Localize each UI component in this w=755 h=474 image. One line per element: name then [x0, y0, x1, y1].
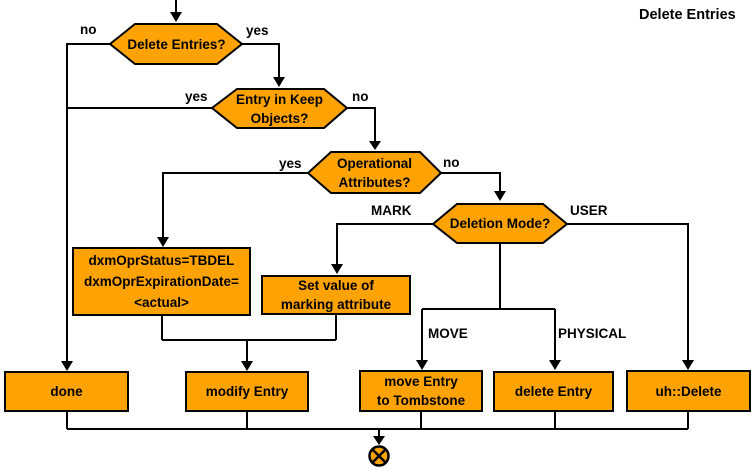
process-shapes — [4, 247, 751, 412]
edge-delete-no — [66, 43, 110, 362]
rect-set-marking — [261, 275, 411, 315]
edge-operational-yes — [162, 172, 308, 238]
edge-label-delete-yes: yes — [246, 23, 269, 38]
edge-mode-mark — [336, 223, 433, 265]
hexagon-operational-attributes — [306, 151, 443, 194]
arrow-down-icon — [416, 360, 428, 370]
edge-label-delete-no: no — [80, 22, 97, 37]
edge-label-mode-move: MOVE — [428, 326, 468, 341]
arrow-down-icon — [373, 436, 385, 445]
edge-bottom-collector — [66, 411, 689, 437]
hexagon-delete-entries — [108, 23, 244, 65]
rect-modify-entry — [185, 371, 309, 412]
arrow-down-icon — [331, 264, 343, 274]
rect-uh-delete — [626, 370, 751, 412]
connector-lines — [66, 0, 689, 437]
edge-label-mode-mark: MARK — [371, 203, 412, 218]
hexagon-entry-in-keep-objects — [210, 88, 349, 129]
edge-label-mode-physical: PHYSICAL — [558, 326, 627, 341]
edge-label-operational-no: no — [443, 155, 460, 170]
edge-mode-move-physical — [421, 243, 556, 361]
edge-mode-user — [567, 223, 689, 361]
arrowheads — [61, 12, 694, 445]
rect-move-entry — [359, 370, 483, 412]
arrow-down-icon — [682, 360, 694, 370]
arrow-down-icon — [549, 360, 561, 370]
decision-shapes — [108, 23, 569, 244]
rect-done — [4, 371, 129, 412]
edge-operational-no — [441, 172, 501, 192]
edge-keep-no — [347, 107, 376, 142]
edge-label-keep-yes: yes — [185, 89, 208, 104]
page-title: Delete Entries — [639, 7, 736, 23]
edge-label-keep-no: no — [352, 89, 369, 104]
arrow-down-icon — [273, 77, 285, 87]
rect-set-tbdel — [72, 247, 251, 316]
arrow-down-icon — [241, 361, 253, 371]
rect-delete-entry — [493, 371, 614, 412]
edge-delete-yes — [242, 43, 280, 78]
arrow-down-icon — [494, 191, 506, 201]
hexagon-deletion-mode — [431, 203, 569, 244]
edge-label-operational-yes: yes — [279, 156, 302, 171]
edge-merge-to-modify — [161, 314, 337, 362]
end-terminator-icon — [368, 445, 390, 467]
arrow-down-icon — [61, 361, 73, 371]
edge-label-mode-user: USER — [570, 203, 608, 218]
arrow-down-icon — [170, 12, 182, 22]
arrow-down-icon — [157, 237, 169, 247]
arrow-down-icon — [369, 141, 381, 150]
